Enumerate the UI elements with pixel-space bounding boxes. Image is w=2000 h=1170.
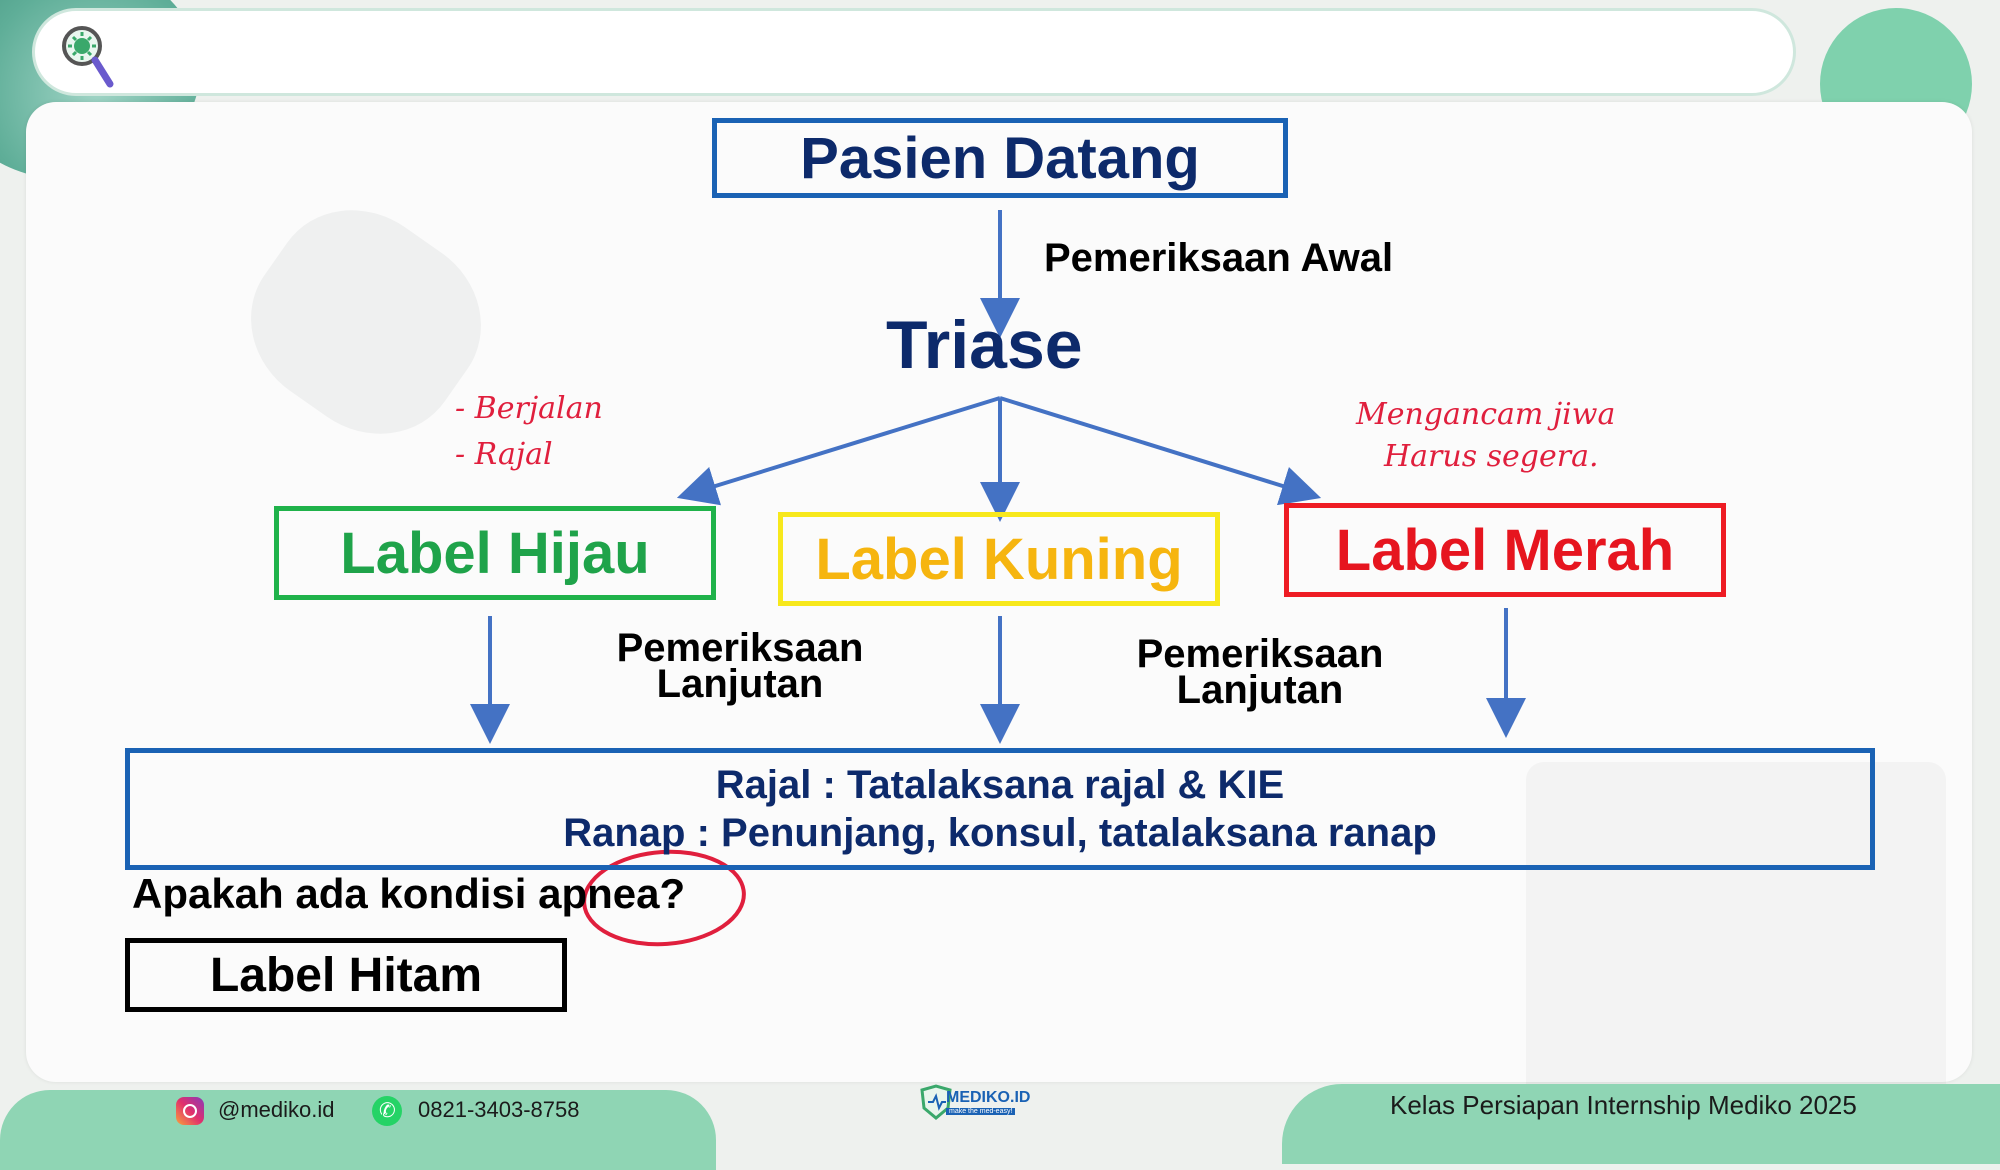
black-label-box: Label Hitam (125, 938, 567, 1012)
mediko-logo-text: MEDIKO.ID (946, 1089, 1031, 1106)
initial-exam-label: Pemeriksaan Awal (1044, 236, 1394, 280)
handwritten-red-notes: Mengancam jiwa Harus segera. (1356, 397, 1616, 474)
arrow-triage-to-green (676, 396, 1001, 506)
outpatient-line: Rajal : Tatalaksana rajal & KIE (715, 763, 1285, 807)
search-bar[interactable] (32, 8, 1796, 96)
next-exam-label-right: Pemeriksaan Lanjutan (1136, 632, 1384, 712)
inpatient-line: Ranap : Penunjang, konsul, tatalaksana r… (563, 811, 1437, 855)
mediko-logo-tagline: make the med-easy! (946, 1108, 1016, 1115)
instagram-icon (176, 1097, 204, 1125)
red-label-box: Label Merah (1284, 503, 1726, 597)
course-title: Kelas Persiapan Internship Mediko 2025 (1390, 1090, 1857, 1120)
search-virus-icon (62, 26, 114, 88)
handwritten-green-notes: - Berjalan - Rajal (455, 391, 603, 472)
patient-arrives-box: Pasien Datang (712, 118, 1288, 198)
management-box: Rajal : Tatalaksana rajal & KIE Ranap : … (125, 748, 1875, 870)
footer-left-bar (0, 1090, 716, 1170)
instagram-handle: @mediko.id (218, 1097, 335, 1122)
apnea-question: Apakah ada kondisi apnea? (132, 870, 686, 917)
arrow-triage-to-red (999, 396, 1322, 506)
yellow-label-box: Label Kuning (778, 512, 1220, 606)
flow-arrows (470, 210, 1526, 947)
whatsapp-number: 0821-3403-8758 (418, 1097, 580, 1122)
whatsapp-icon (372, 1096, 402, 1126)
green-label-box: Label Hijau (274, 506, 716, 600)
apnea-highlight-circle (582, 849, 746, 947)
triage-title: Triase (886, 307, 1083, 383)
next-exam-label-left: Pemeriksaan Lanjutan (616, 626, 864, 706)
